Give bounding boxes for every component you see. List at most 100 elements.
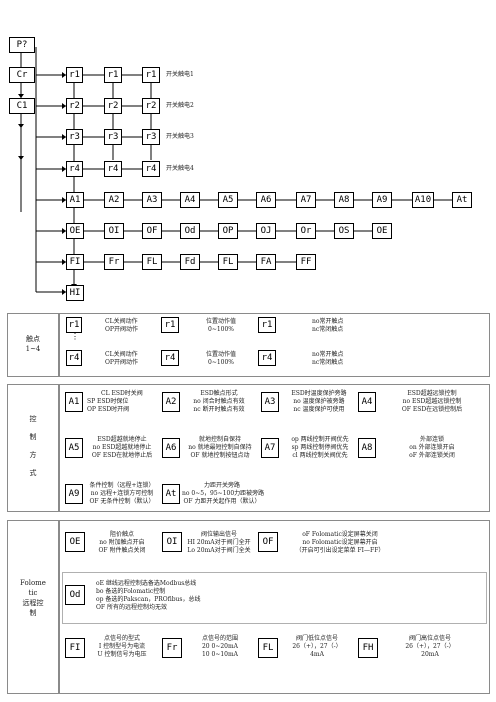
control-a1-box[interactable]: A1 bbox=[65, 392, 83, 412]
left-node-cr[interactable]: Cr bbox=[9, 67, 35, 83]
o-node-1[interactable]: OE bbox=[66, 223, 84, 239]
control-panel bbox=[59, 384, 490, 512]
f-node-3[interactable]: FL bbox=[142, 254, 162, 270]
foundation-oi-box[interactable]: OI bbox=[162, 532, 182, 552]
f-node-7[interactable]: FF bbox=[296, 254, 316, 270]
row2-desc: 开关触电2 bbox=[166, 102, 194, 109]
foundation-side-panel bbox=[7, 520, 59, 694]
row1-node-b[interactable]: r1 bbox=[104, 67, 122, 83]
a-node-5[interactable]: A5 bbox=[218, 192, 238, 208]
f-node-6[interactable]: FA bbox=[256, 254, 276, 270]
row2-node-c[interactable]: r2 bbox=[142, 98, 160, 114]
row3-node-c[interactable]: r3 bbox=[142, 129, 160, 145]
f-node-2[interactable]: Fr bbox=[104, 254, 124, 270]
control-a9-box[interactable]: A9 bbox=[65, 484, 83, 504]
control-a6-box[interactable]: A6 bbox=[162, 438, 180, 458]
row4-node-b[interactable]: r4 bbox=[104, 161, 122, 177]
a-node-1[interactable]: A1 bbox=[66, 192, 84, 208]
o-node-7[interactable]: Or bbox=[296, 223, 316, 239]
a-node-3[interactable]: A3 bbox=[142, 192, 162, 208]
contacts-r1-box[interactable]: r1 bbox=[66, 317, 82, 333]
foundation-panel bbox=[59, 520, 490, 694]
contacts-side-panel bbox=[7, 313, 59, 377]
foundation-od-box[interactable]: Od bbox=[65, 585, 85, 605]
left-node-c1[interactable]: C1 bbox=[9, 98, 35, 114]
nc-r1-box[interactable]: r1 bbox=[258, 317, 276, 333]
a-node-2[interactable]: A2 bbox=[104, 192, 124, 208]
row1-node-c[interactable]: r1 bbox=[142, 67, 160, 83]
o-node-9[interactable]: OE bbox=[372, 223, 392, 239]
foundation-fl-box[interactable]: FL bbox=[258, 638, 278, 658]
contacts-panel bbox=[59, 313, 490, 377]
control-a4-box[interactable]: A4 bbox=[358, 392, 376, 412]
row4-desc: 开关触电4 bbox=[166, 165, 194, 172]
control-a2-box[interactable]: A2 bbox=[162, 392, 180, 412]
row4-node-c[interactable]: r4 bbox=[142, 161, 160, 177]
o-node-5[interactable]: OP bbox=[218, 223, 238, 239]
a-node-8[interactable]: A8 bbox=[334, 192, 354, 208]
o-node-3[interactable]: OF bbox=[142, 223, 162, 239]
row3-desc: 开关触电3 bbox=[166, 133, 194, 140]
position-r1-box[interactable]: r1 bbox=[161, 317, 179, 333]
a-node-at[interactable]: At bbox=[452, 192, 472, 208]
hi-node[interactable]: HI bbox=[66, 285, 84, 301]
od-subpanel bbox=[62, 572, 487, 624]
foundation-of-box[interactable]: OF bbox=[258, 532, 278, 552]
control-at-box[interactable]: At bbox=[162, 484, 180, 504]
row1-desc: 开关触电1 bbox=[166, 71, 194, 78]
row3-node-b[interactable]: r3 bbox=[104, 129, 122, 145]
foundation-fh-box[interactable]: FH bbox=[358, 638, 378, 658]
contacts-r4-box[interactable]: r4 bbox=[66, 350, 82, 366]
foundation-oe-box[interactable]: OE bbox=[65, 532, 85, 552]
control-a8-box[interactable]: A8 bbox=[358, 438, 376, 458]
foundation-fi-box[interactable]: FI bbox=[65, 638, 85, 658]
a-node-4[interactable]: A4 bbox=[180, 192, 200, 208]
o-node-4[interactable]: Od bbox=[180, 223, 200, 239]
a-node-6[interactable]: A6 bbox=[256, 192, 276, 208]
a-node-7[interactable]: A7 bbox=[296, 192, 316, 208]
nc-r4-box[interactable]: r4 bbox=[258, 350, 276, 366]
o-node-8[interactable]: OS bbox=[334, 223, 354, 239]
row3-node-a[interactable]: r3 bbox=[66, 129, 83, 145]
row2-node-b[interactable]: r2 bbox=[104, 98, 122, 114]
control-a7-box[interactable]: A7 bbox=[261, 438, 279, 458]
row1-node-a[interactable]: r1 bbox=[66, 67, 83, 83]
control-a3-box[interactable]: A3 bbox=[261, 392, 279, 412]
f-node-5[interactable]: FL bbox=[218, 254, 238, 270]
foundation-fr-box[interactable]: Fr bbox=[162, 638, 182, 658]
o-node-2[interactable]: OI bbox=[104, 223, 124, 239]
root-node[interactable]: P? bbox=[9, 37, 35, 53]
f-node-4[interactable]: Fd bbox=[180, 254, 200, 270]
a-node-9[interactable]: A9 bbox=[372, 192, 392, 208]
position-r4-box[interactable]: r4 bbox=[161, 350, 179, 366]
row2-node-a[interactable]: r2 bbox=[66, 98, 83, 114]
row4-node-a[interactable]: r4 bbox=[66, 161, 83, 177]
f-node-1[interactable]: FI bbox=[66, 254, 84, 270]
control-side-panel bbox=[7, 384, 59, 512]
control-a5-box[interactable]: A5 bbox=[65, 438, 83, 458]
a-node-10[interactable]: A10 bbox=[412, 192, 434, 208]
o-node-6[interactable]: OJ bbox=[256, 223, 276, 239]
contacts-ellipsis: ⋮ bbox=[71, 332, 79, 341]
